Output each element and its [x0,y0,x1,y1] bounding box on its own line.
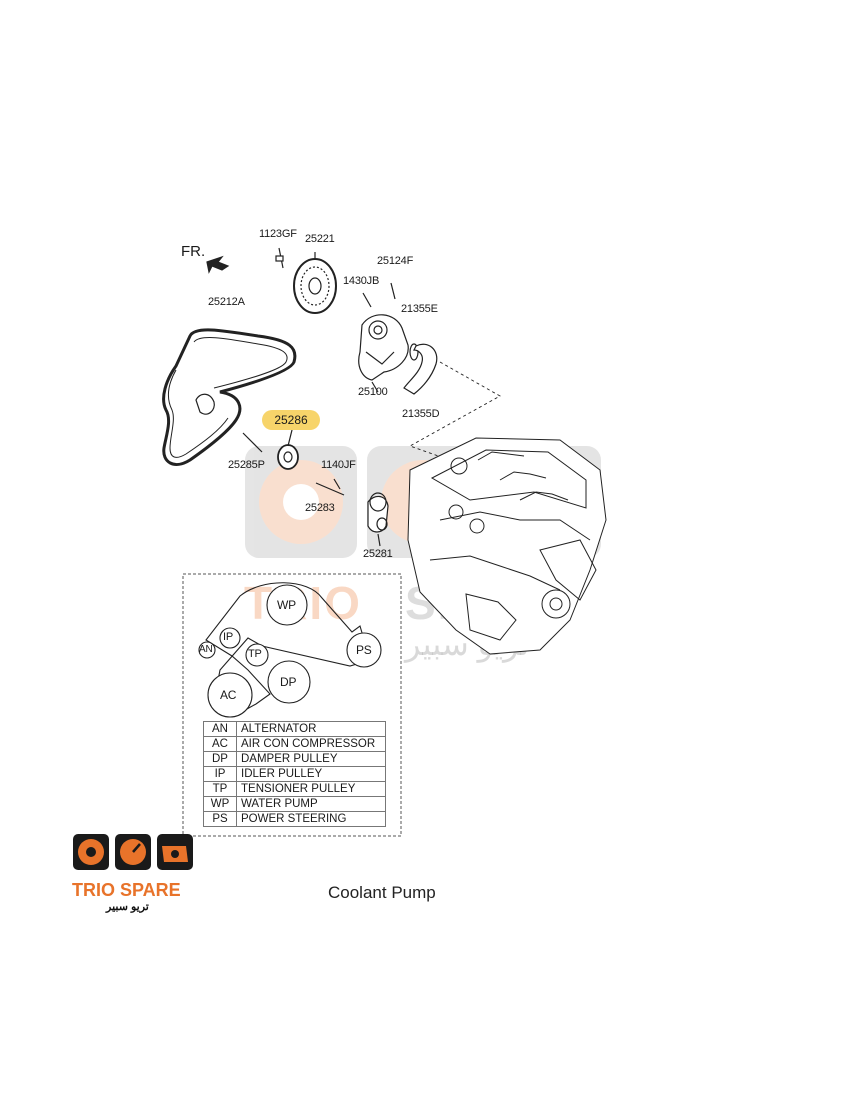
part-label-25212A: 25212A [208,296,245,308]
part-label-25221: 25221 [305,233,335,245]
tensioner-25281 [367,495,389,533]
routing-label-dp: DP [280,675,297,689]
caption: Coolant Pump [328,883,436,902]
brand-name: TRIO SPARE [72,880,181,900]
routing-label-ps: PS [356,643,372,657]
part-label-25281: 25281 [363,548,393,560]
legend-desc: AIR CON COMPRESSOR [236,736,386,752]
water-pump-25100 [358,314,409,381]
front-marker: FR. [181,243,206,260]
engine-block [407,437,607,655]
legend-code: AN [203,721,237,737]
part-label-1140JF: 1140JF [321,459,356,471]
part-label-1430JB: 1430JB [343,275,380,287]
legend-desc: POWER STEERING [236,811,386,827]
part-label-21355E: 21355E [401,303,438,315]
legend-desc: WATER PUMP [236,796,386,812]
routing-label-ac: AC [220,688,237,702]
idler-pulley-25286 [277,444,299,470]
legend-desc: IDLER PULLEY [236,766,386,782]
part-label-25285P: 25285P [228,459,265,471]
gasket-21355D [403,343,438,395]
legend-code: WP [203,796,237,812]
legend-code: IP [203,766,237,782]
routing-diagram [198,582,382,718]
legend-code: TP [203,781,237,797]
legend-desc: ALTERNATOR [236,721,386,737]
part-label-25100: 25100 [358,386,388,398]
routing-label-an: AN [199,644,213,655]
brand-name-arabic: تريو سبير [106,901,149,913]
part-label-25124F: 25124F [377,255,414,267]
legend-code: PS [203,811,237,827]
belt-25212A [162,328,297,466]
routing-label-tp: TP [248,648,262,660]
part-label-1123GF: 1123GF [259,228,297,240]
part-label-25283: 25283 [305,502,335,514]
legend-code: DP [203,751,237,767]
highlighted-part-25286: 25286 [262,410,320,430]
legend-code: AC [203,736,237,752]
legend-desc: TENSIONER PULLEY [236,781,386,797]
legend-desc: DAMPER PULLEY [236,751,386,767]
routing-label-wp: WP [277,598,296,612]
part-label-21355D: 21355D [402,408,440,420]
routing-label-ip: IP [223,631,233,643]
front-arrow-icon [206,255,230,274]
